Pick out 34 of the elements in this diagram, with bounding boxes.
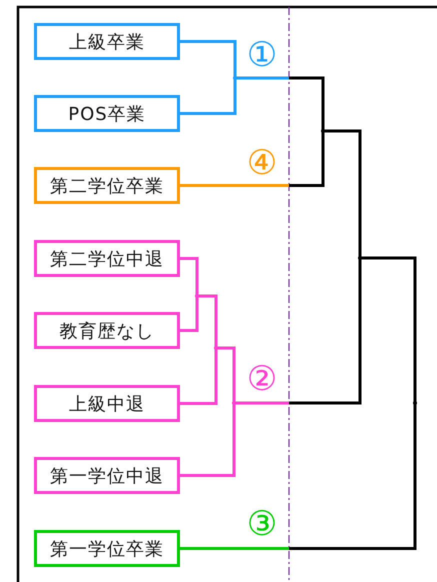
dendrogram-line xyxy=(234,258,362,404)
category-box xyxy=(34,530,180,567)
box-label: 第一学位卒業 xyxy=(50,538,164,560)
category-box xyxy=(34,457,180,494)
dendrogram-line xyxy=(323,130,362,258)
category-box xyxy=(34,312,180,349)
box-label: POS卒業 xyxy=(68,102,146,126)
category-box xyxy=(34,23,180,60)
dendrogram-line xyxy=(180,403,416,550)
cluster-number: ① xyxy=(246,38,278,72)
dendrogram-line xyxy=(180,257,198,296)
box-label: 上級卒業 xyxy=(69,30,145,54)
dendrogram-line xyxy=(180,296,198,332)
cluster-number: ③ xyxy=(246,507,278,541)
cluster-number: ④ xyxy=(246,146,278,180)
dendrogram-line xyxy=(180,348,218,405)
category-box xyxy=(34,167,180,204)
dendrogram-line xyxy=(180,78,236,115)
category-box xyxy=(34,240,180,277)
dendrogram-line xyxy=(235,76,324,131)
box-label: 第二学位中退 xyxy=(50,248,164,270)
box-label: 教育歴なし xyxy=(60,320,154,342)
category-box xyxy=(34,385,180,422)
box-label: 第二学位卒業 xyxy=(50,174,164,198)
dendrogram-line xyxy=(360,256,416,403)
box-label: 上級中退 xyxy=(69,392,145,416)
dendrogram-line xyxy=(180,403,236,477)
dendrogram-line xyxy=(197,294,218,348)
dendrogram-line xyxy=(180,131,324,187)
category-box xyxy=(34,95,180,132)
box-label: 第一学位中退 xyxy=(50,464,164,488)
dendrogram-line xyxy=(180,40,236,78)
dendrogram-line xyxy=(216,346,236,403)
cluster-number: ② xyxy=(246,362,278,396)
